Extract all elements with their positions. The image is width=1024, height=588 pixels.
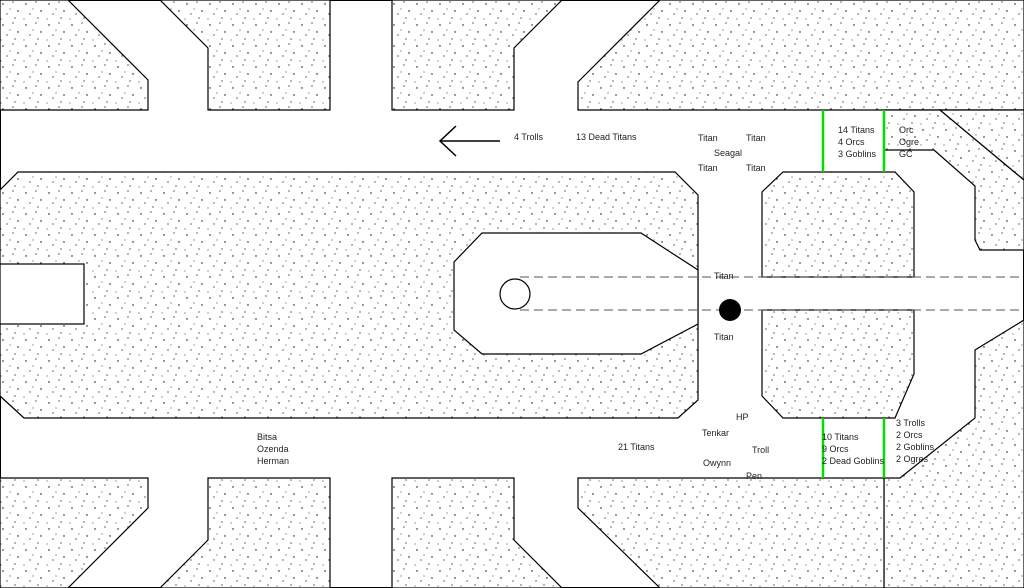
party-left: Bitsa Ozenda Herman <box>257 432 289 466</box>
label-titan: Titan <box>698 163 718 173</box>
label-titan: Titan <box>698 133 718 143</box>
party-member: Bitsa <box>257 432 277 442</box>
wall-block-bottom-right <box>577 477 885 588</box>
label-seagal: Seagal <box>714 148 742 158</box>
wall-block-right-upper-edge <box>938 109 1024 181</box>
label-titan: Titan <box>746 133 766 143</box>
label-troll: Troll <box>752 445 769 455</box>
label-titan: Titan <box>714 271 734 281</box>
label-titan: Titan <box>746 163 766 173</box>
group-se-right-units: 3 Trolls 2 Orcs 2 Goblins 2 Ogres <box>896 418 935 464</box>
label-pen: Pen <box>746 471 762 481</box>
group-se-line: 10 Titans <box>822 432 859 442</box>
inner-chamber <box>453 232 699 355</box>
group-se-units: 10 Titans 9 Orcs 2 Dead Goblins <box>822 432 885 466</box>
group-ne-right-line: Ogre <box>899 137 919 147</box>
party-member: Herman <box>257 456 289 466</box>
label-tenkar: Tenkar <box>702 428 729 438</box>
wall-block-top-right <box>577 0 1024 111</box>
wall-block-top-center <box>391 0 563 111</box>
group-se-right-line: 2 Goblins <box>896 442 935 452</box>
group-ne-right-units: Orc Ogre GC <box>899 125 919 159</box>
left-arrow-icon <box>438 125 500 157</box>
group-se-line: 2 Dead Goblins <box>822 456 885 466</box>
group-se-right-line: 3 Trolls <box>896 418 926 428</box>
wall-block-top-left-a <box>0 0 149 111</box>
group-se-right-line: 2 Ogres <box>896 454 929 464</box>
label-owynn: Owynn <box>703 458 731 468</box>
label-trolls-4: 4 Trolls <box>514 132 544 142</box>
group-ne-line: 3 Goblins <box>838 149 877 159</box>
label-hp: HP <box>736 412 749 422</box>
group-ne-units: 14 Titans 4 Orcs 3 Goblins <box>838 125 877 159</box>
group-ne-line: 14 Titans <box>838 125 875 135</box>
label-titans-21: 21 Titans <box>618 442 655 452</box>
open-circle-marker <box>499 278 531 310</box>
group-ne-line: 4 Orcs <box>838 137 865 147</box>
wall-block-bottom-left-b <box>159 477 331 588</box>
label-titan: Titan <box>714 332 734 342</box>
wall-block-bottom-left-a <box>0 477 149 588</box>
group-ne-right-line: GC <box>899 149 913 159</box>
wall-block-inner-upper-right <box>761 171 915 278</box>
label-dead-titans-13: 13 Dead Titans <box>576 132 637 142</box>
filled-circle-marker <box>719 299 741 321</box>
group-se-line: 9 Orcs <box>822 444 849 454</box>
group-se-right-line: 2 Orcs <box>896 430 923 440</box>
group-ne-right-line: Orc <box>899 125 914 135</box>
wall-block-bottom-center <box>391 477 563 588</box>
wall-block-inner-lower-right <box>761 309 915 419</box>
party-member: Ozenda <box>257 444 289 454</box>
wall-block-top-left-b <box>159 0 331 111</box>
alcove-left <box>0 263 85 325</box>
